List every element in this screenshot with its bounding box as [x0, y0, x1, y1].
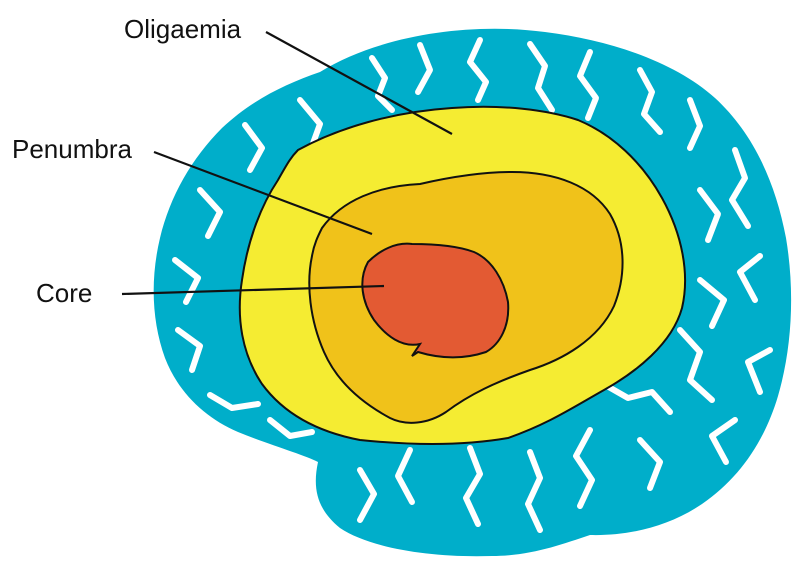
penumbra-label: Penumbra	[12, 134, 132, 164]
oligaemia-label: Oligaemia	[124, 14, 242, 44]
core-label: Core	[36, 278, 92, 308]
